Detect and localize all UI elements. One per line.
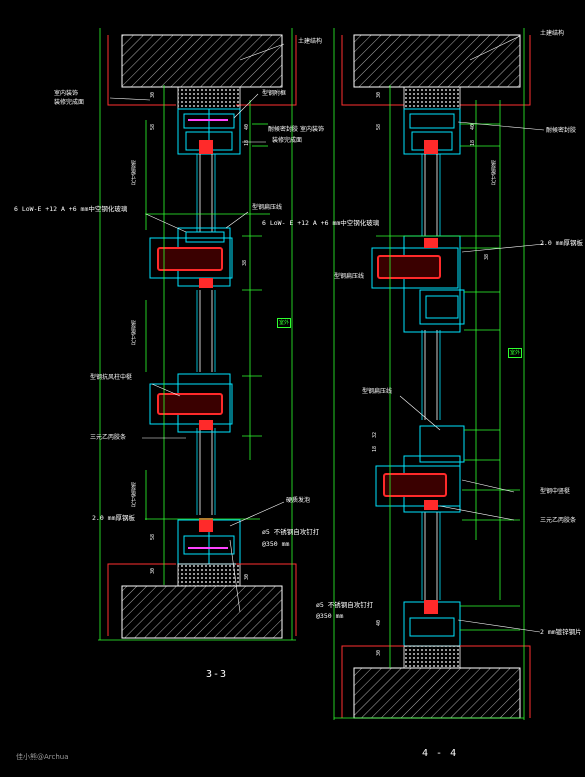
label-interior-trim-2-left: 室内装饰 bbox=[300, 126, 325, 133]
bottom-concrete-slab-left bbox=[121, 585, 283, 639]
top-wall-outline-right-a bbox=[236, 35, 297, 106]
dim-4-4-c: 40 bbox=[470, 124, 476, 131]
label-epdm-left: 三元乙丙胶条 bbox=[90, 434, 127, 441]
dim-4-4-e: 38 bbox=[484, 254, 490, 261]
label-glass-spec-right: 6 LoW- E +12 A +6 mm中空钢化玻璃 bbox=[262, 219, 380, 227]
label-steel-plate-left: 2.0 mm厚钢板 bbox=[92, 514, 135, 522]
leader-lines-right bbox=[399, 35, 545, 633]
seal-1-right bbox=[424, 238, 438, 248]
top-seal-right bbox=[424, 140, 438, 154]
tag-center-left: 室外 bbox=[277, 318, 292, 328]
dim-3-3-g: 58 bbox=[150, 534, 156, 541]
bottom-wall-outline-left bbox=[107, 563, 176, 636]
label-interior-trim-left: 室内装饰 bbox=[54, 90, 79, 97]
label-top-structure-left: 土建结构 bbox=[298, 38, 323, 45]
label-top-structure-right: 土建结构 bbox=[540, 30, 565, 37]
dim-4-4-b: 58 bbox=[376, 124, 382, 131]
dim-3-3-a: 30 bbox=[150, 92, 156, 99]
label-sealant-left: 耐候密封胶 bbox=[268, 126, 299, 133]
leader-lines-left bbox=[109, 43, 285, 613]
label-sealant-right: 耐候密封胶 bbox=[546, 127, 577, 134]
top-wall-outline-right-l bbox=[341, 35, 404, 106]
vlabel-3: 尺寸按现场 bbox=[131, 482, 137, 507]
top-concrete-slab-right bbox=[353, 34, 521, 88]
label-bottom-plate-right: 2 mm镀锌钢片 bbox=[540, 628, 582, 636]
transom-1-right bbox=[371, 235, 465, 333]
bottom-seal-right bbox=[424, 600, 438, 614]
top-glazing-seal-left bbox=[199, 140, 213, 154]
bottom-insulation-right bbox=[403, 645, 461, 669]
steel-core-1-left bbox=[157, 247, 223, 271]
label-bar-profile-left: 型钢扁压线 bbox=[252, 204, 283, 211]
dim-3-3-h: 30 bbox=[244, 574, 250, 581]
top-insulation-left bbox=[177, 86, 241, 110]
label-steel-plate-right: 2.0 mm厚钢板 bbox=[540, 239, 583, 247]
steel-core-2-left bbox=[157, 393, 223, 415]
tag-center-right: 室外 bbox=[508, 348, 523, 358]
dim-4-4-a: 30 bbox=[376, 92, 382, 99]
steel-core-1-right bbox=[377, 255, 441, 279]
vlabel-4: 尺寸按现场 bbox=[491, 160, 497, 185]
label-bar-profile-right: 型钢扁压线 bbox=[362, 388, 393, 395]
drawing-4-4 bbox=[333, 28, 545, 720]
bottom-wall-outline-right-l bbox=[341, 645, 404, 718]
seal-1-left bbox=[199, 278, 213, 288]
glazing-column-left bbox=[196, 154, 216, 515]
seal-2-right bbox=[424, 500, 438, 510]
drawing-3-3 bbox=[98, 28, 297, 641]
dim-3-3-d: 18 bbox=[244, 140, 250, 147]
drawing-title-4-4: 4 - 4 bbox=[422, 748, 458, 759]
seal-2-left bbox=[199, 420, 213, 430]
label-wind-load-left: 型钢抗风柱中梃 bbox=[90, 374, 133, 381]
dim-4-4-d: 18 bbox=[470, 140, 476, 147]
label-bolt-spacing-left: @350 mm bbox=[262, 540, 290, 548]
dim-3-3-b: 58 bbox=[150, 124, 156, 131]
dimension-lines-right bbox=[333, 28, 525, 720]
label-mullion-right: 型钢中竖梃 bbox=[540, 488, 571, 495]
label-bolt-spec-left: ø5 不锈钢自攻钉打 bbox=[262, 528, 320, 536]
dim-3-3-c: 40 bbox=[244, 124, 250, 131]
dim-3-3-f: 30 bbox=[150, 568, 156, 575]
drawing-title-3-3: 3-3 bbox=[206, 669, 228, 680]
label-bolt-spec-right: ø5 不锈钢自攻钉打 bbox=[316, 601, 374, 609]
steel-core-2-right bbox=[383, 473, 447, 497]
top-concrete-slab-left bbox=[121, 34, 283, 88]
dimension-lines-left bbox=[98, 28, 296, 641]
bottom-concrete-slab-right bbox=[353, 667, 521, 719]
top-insulation-right bbox=[403, 86, 461, 110]
dim-4-4-g: 18 bbox=[372, 446, 378, 453]
watermark: 佳小熊@Archua bbox=[16, 753, 69, 761]
vlabel-2: 尺寸按现场 bbox=[131, 320, 137, 345]
top-wall-outline-left bbox=[107, 35, 176, 106]
label-finish-face-2-left: 装修完成面 bbox=[272, 137, 303, 144]
dim-4-4-h: 40 bbox=[376, 620, 382, 627]
bottom-wall-outline-right-r bbox=[460, 645, 531, 718]
label-epdm-right: 三元乙丙胶条 bbox=[540, 517, 577, 524]
label-profile-right: 型钢扁压线 bbox=[334, 273, 365, 280]
bottom-wall-outline-right bbox=[236, 563, 297, 636]
glazing-column-right bbox=[421, 154, 441, 600]
bottom-insulation-left bbox=[177, 563, 241, 587]
label-bolt-spacing-right: @350 mm bbox=[316, 612, 344, 620]
dim-3-3-e: 38 bbox=[242, 260, 248, 267]
label-finish-face-left: 装修完成面 bbox=[54, 99, 85, 106]
dim-4-4-i: 30 bbox=[376, 650, 382, 657]
label-glass-spec-left: 6 LoW-E +12 A +6 mm中空钢化玻璃 bbox=[14, 205, 128, 213]
bottom-seal-left bbox=[199, 518, 213, 532]
vlabel-1: 尺寸按现场 bbox=[131, 160, 137, 185]
label-sealant-foam-left: 硬质发泡 bbox=[286, 497, 311, 504]
transom-2-right bbox=[375, 425, 465, 513]
label-steel-sub-frame-left: 型钢附框 bbox=[262, 90, 287, 97]
dim-4-4-f: 32 bbox=[372, 432, 378, 439]
top-wall-outline-right-r bbox=[460, 35, 531, 106]
